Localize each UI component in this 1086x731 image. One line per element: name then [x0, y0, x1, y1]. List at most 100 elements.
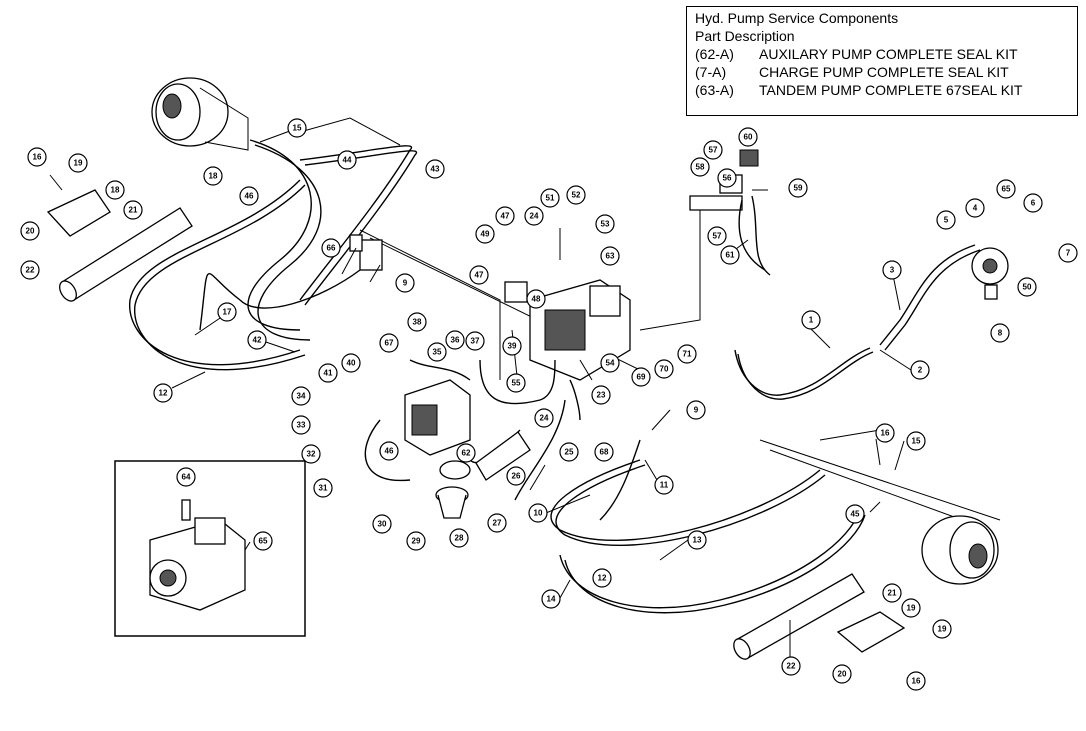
svg-text:19: 19 [907, 604, 916, 613]
callout-67: 67 [379, 333, 399, 353]
callout-13: 13 [687, 530, 707, 550]
svg-text:55: 55 [512, 379, 521, 388]
svg-text:38: 38 [413, 318, 422, 327]
callout-41: 41 [318, 363, 338, 383]
svg-text:1: 1 [809, 316, 814, 325]
callout-58: 58 [690, 157, 710, 177]
callout-5: 5 [936, 210, 956, 230]
legend-desc: CHARGE PUMP COMPLETE SEAL KIT [759, 64, 1009, 80]
svg-text:18: 18 [111, 186, 120, 195]
callout-46b: 46 [379, 441, 399, 461]
svg-text:15: 15 [293, 124, 302, 133]
callout-21b: 21 [882, 583, 902, 603]
callout-2: 2 [910, 360, 930, 380]
svg-text:51: 51 [546, 194, 555, 203]
callout-62: 62 [456, 443, 476, 463]
svg-text:16: 16 [912, 677, 921, 686]
callout-37: 37 [465, 331, 485, 351]
callout-25: 25 [559, 442, 579, 462]
callout-48: 48 [526, 289, 546, 309]
svg-text:24: 24 [540, 414, 549, 423]
callout-17: 17 [217, 302, 237, 322]
callout-16b: 16 [875, 423, 895, 443]
svg-text:54: 54 [606, 359, 615, 368]
svg-text:7: 7 [1066, 249, 1071, 258]
svg-text:71: 71 [683, 350, 692, 359]
callout-15a: 15 [287, 118, 307, 138]
callout-1: 1 [801, 310, 821, 330]
callout-63: 63 [600, 246, 620, 266]
legend-desc: TANDEM PUMP COMPLETE 67SEAL KIT [759, 82, 1023, 98]
callout-57b: 57 [707, 226, 727, 246]
callout-23: 23 [591, 385, 611, 405]
callout-60: 60 [738, 127, 758, 147]
svg-text:20: 20 [838, 670, 847, 679]
callout-12a: 12 [153, 383, 173, 403]
callout-59: 59 [788, 178, 808, 198]
svg-text:21: 21 [129, 206, 138, 215]
left-tube [59, 207, 193, 302]
callout-53: 53 [595, 214, 615, 234]
svg-text:46: 46 [245, 192, 254, 201]
callout-65: 65 [996, 179, 1016, 199]
svg-text:47: 47 [475, 271, 484, 280]
callout-52: 52 [566, 185, 586, 205]
svg-text:17: 17 [223, 308, 232, 317]
callout-18: 18 [105, 180, 125, 200]
svg-text:24: 24 [530, 212, 539, 221]
callout-19a: 19 [68, 153, 88, 173]
svg-text:12: 12 [598, 574, 607, 583]
callout-50: 50 [1017, 277, 1037, 297]
legend-row: (62-A) AUXILARY PUMP COMPLETE SEAL KIT [695, 45, 1069, 63]
callout-8: 8 [990, 323, 1010, 343]
svg-text:53: 53 [601, 220, 610, 229]
callout-31: 31 [313, 478, 333, 498]
svg-text:57: 57 [709, 146, 718, 155]
callout-9b: 9 [686, 400, 706, 420]
callout-19b: 19 [901, 598, 921, 618]
callout-43: 43 [425, 159, 445, 179]
legend-row: (63-A) TANDEM PUMP COMPLETE 67SEAL KIT [695, 81, 1069, 99]
svg-text:52: 52 [572, 191, 581, 200]
svg-text:68: 68 [600, 448, 609, 457]
svg-text:42: 42 [253, 336, 262, 345]
svg-text:66: 66 [327, 244, 336, 253]
callout-22b: 22 [781, 656, 801, 676]
svg-text:57: 57 [713, 232, 722, 241]
callout-40: 40 [341, 353, 361, 373]
svg-text:4: 4 [973, 204, 978, 213]
svg-text:64: 64 [182, 473, 191, 482]
svg-text:62: 62 [462, 449, 471, 458]
svg-text:19: 19 [938, 625, 947, 634]
svg-text:47: 47 [501, 212, 510, 221]
svg-text:20: 20 [26, 227, 35, 236]
svg-text:22: 22 [26, 266, 35, 275]
svg-text:67: 67 [385, 339, 394, 348]
valve-block [349, 234, 383, 271]
callout-3: 3 [882, 260, 902, 280]
svg-text:2: 2 [918, 366, 923, 375]
callout-44: 44 [337, 150, 357, 170]
callout-7: 7 [1058, 243, 1078, 263]
callout-27: 27 [487, 513, 507, 533]
legend-title: Hyd. Pump Service Components [695, 10, 899, 26]
callout-35: 35 [427, 342, 447, 362]
svg-text:30: 30 [378, 520, 387, 529]
svg-text:35: 35 [433, 348, 442, 357]
svg-text:6: 6 [1031, 199, 1036, 208]
callout-39: 39 [502, 336, 522, 356]
service-components-legend: Hyd. Pump Service Components Part Descri… [686, 6, 1078, 116]
callout-56: 56 [717, 168, 737, 188]
svg-text:28: 28 [455, 534, 464, 543]
svg-text:27: 27 [493, 519, 502, 528]
callout-22a: 22 [20, 260, 40, 280]
callout-65b: 65 [253, 531, 273, 551]
right-hoses [550, 439, 866, 614]
callout-6: 6 [1023, 193, 1043, 213]
callout-47b: 47 [469, 265, 489, 285]
svg-text:14: 14 [547, 595, 556, 604]
svg-text:63: 63 [606, 252, 615, 261]
callout-30: 30 [372, 514, 392, 534]
svg-text:46: 46 [385, 447, 394, 456]
